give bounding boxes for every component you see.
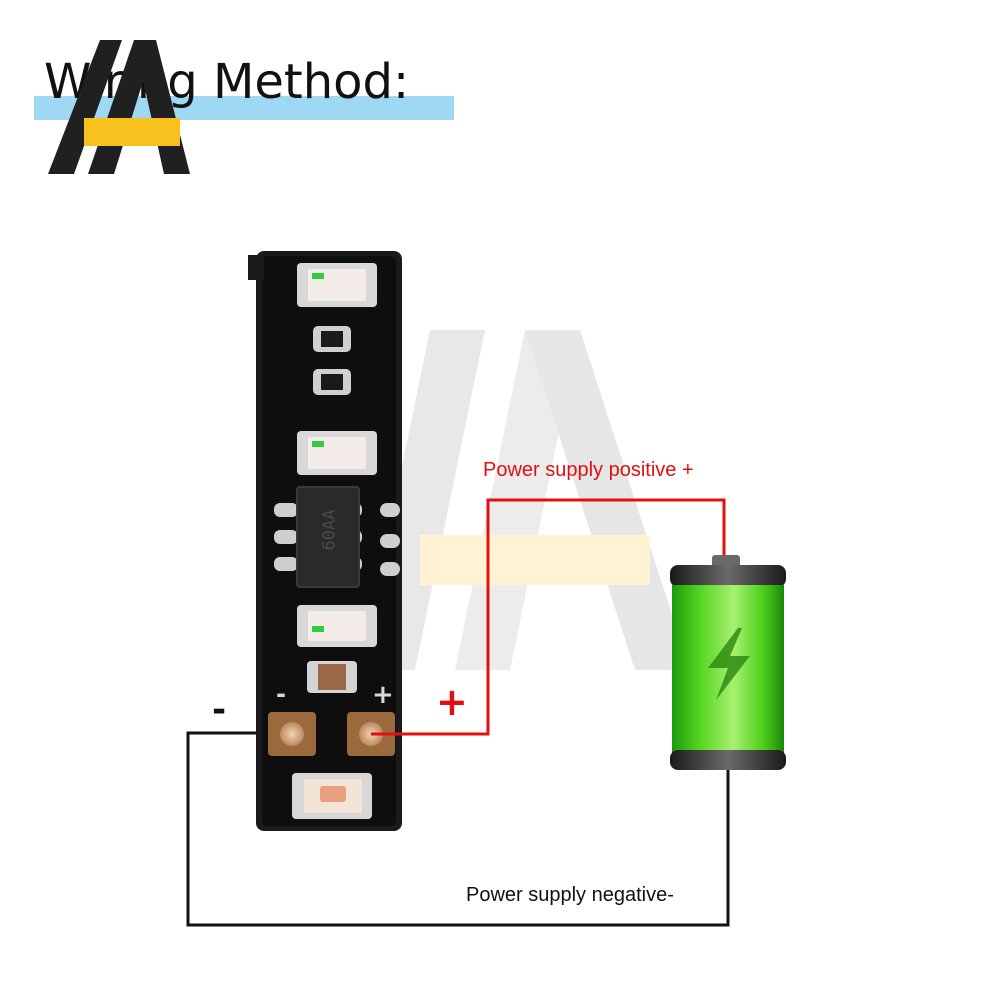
negative-wire [186,731,730,927]
title-highlight-bar [34,96,454,120]
pcb-minus-mark: - [276,680,286,708]
negative-pad [280,722,304,746]
brand-logo-icon [48,40,190,174]
lightning-bolt-icon [708,628,750,700]
negative-sign: - [212,690,227,730]
positive-label: Power supply positive + [483,459,694,481]
pcb-plus-mark: + [372,680,394,710]
chip-marking: 60AA [319,509,340,551]
pcb-board [248,251,402,831]
battery-icon [670,555,786,770]
positive-sign: + [436,680,468,724]
positive-wire [371,498,726,736]
negative-label: Power supply negative- [466,884,674,906]
